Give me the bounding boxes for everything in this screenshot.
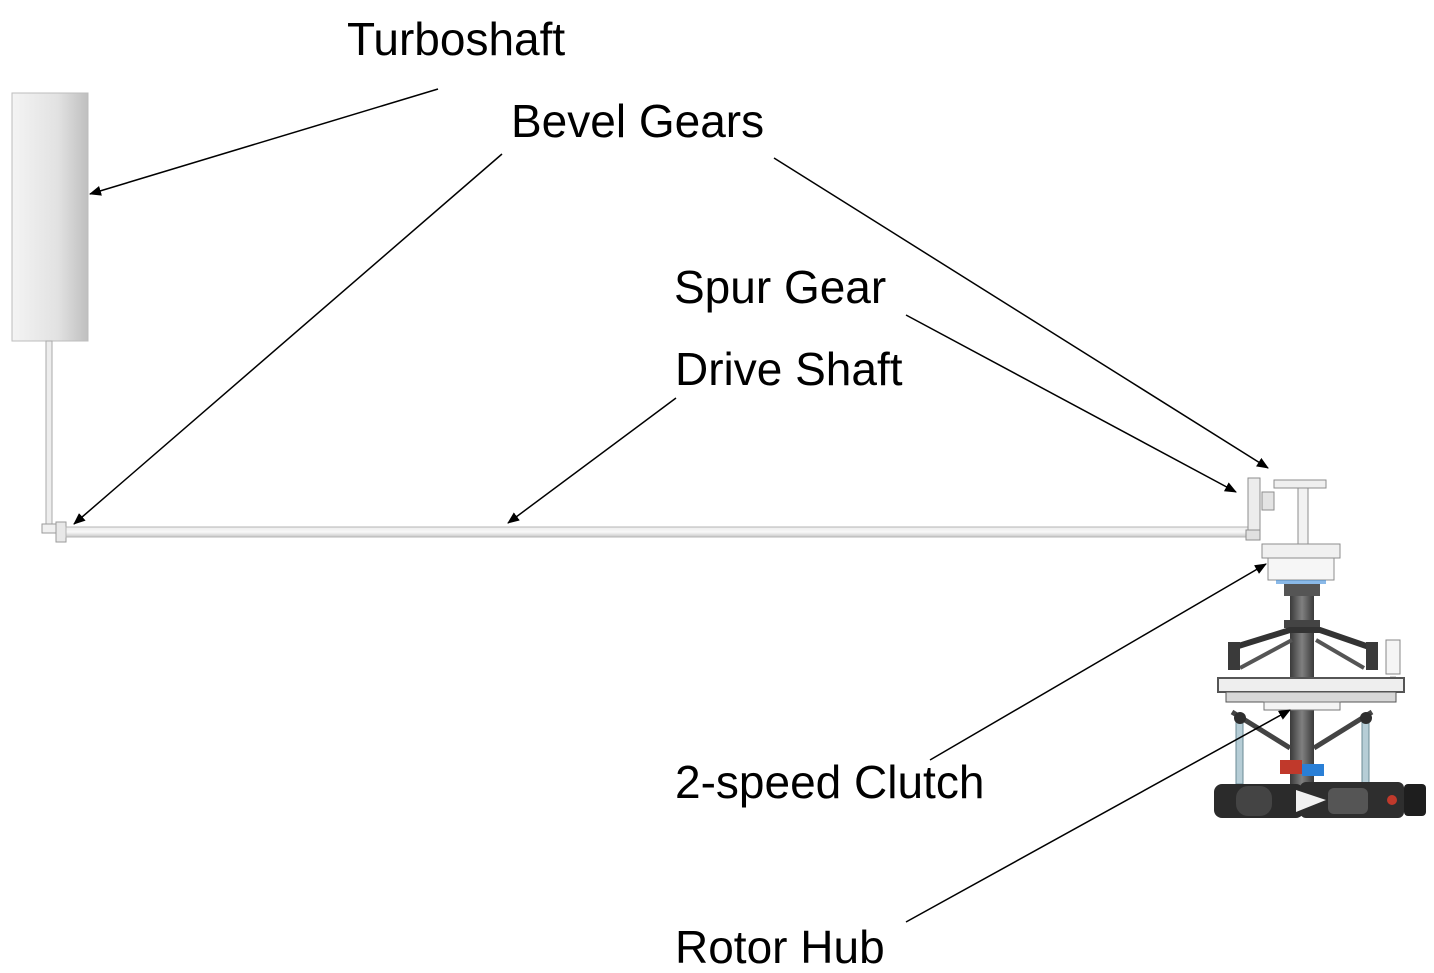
- label-2-speed-clutch: 2-speed Clutch: [675, 756, 985, 808]
- turboshaft-output-shaft: [45, 340, 53, 526]
- leader-clutch: [929, 563, 1267, 761]
- left-bevel-gear: [41, 521, 67, 543]
- leader-drive-shaft: [507, 397, 677, 524]
- rotor-hub-assembly: [1214, 760, 1426, 818]
- turboshaft-body: [11, 92, 89, 342]
- leader-spur-gear: [905, 314, 1237, 493]
- swashplate-linkage: [1217, 627, 1405, 785]
- leader-bevel-right: [773, 157, 1269, 469]
- leader-bevel-left: [73, 153, 503, 525]
- label-turboshaft: Turboshaft: [347, 13, 566, 65]
- leader-turboshaft: [89, 88, 439, 196]
- gearbox-assembly: [1245, 477, 1341, 584]
- leader-rotor-hub: [905, 709, 1291, 923]
- label-spur-gear: Spur Gear: [674, 261, 887, 313]
- drive-shaft-body: [65, 526, 1249, 538]
- label-drive-shaft: Drive Shaft: [675, 343, 903, 395]
- label-bevel-gears: Bevel Gears: [511, 95, 765, 147]
- label-rotor-hub: Rotor Hub: [675, 921, 885, 973]
